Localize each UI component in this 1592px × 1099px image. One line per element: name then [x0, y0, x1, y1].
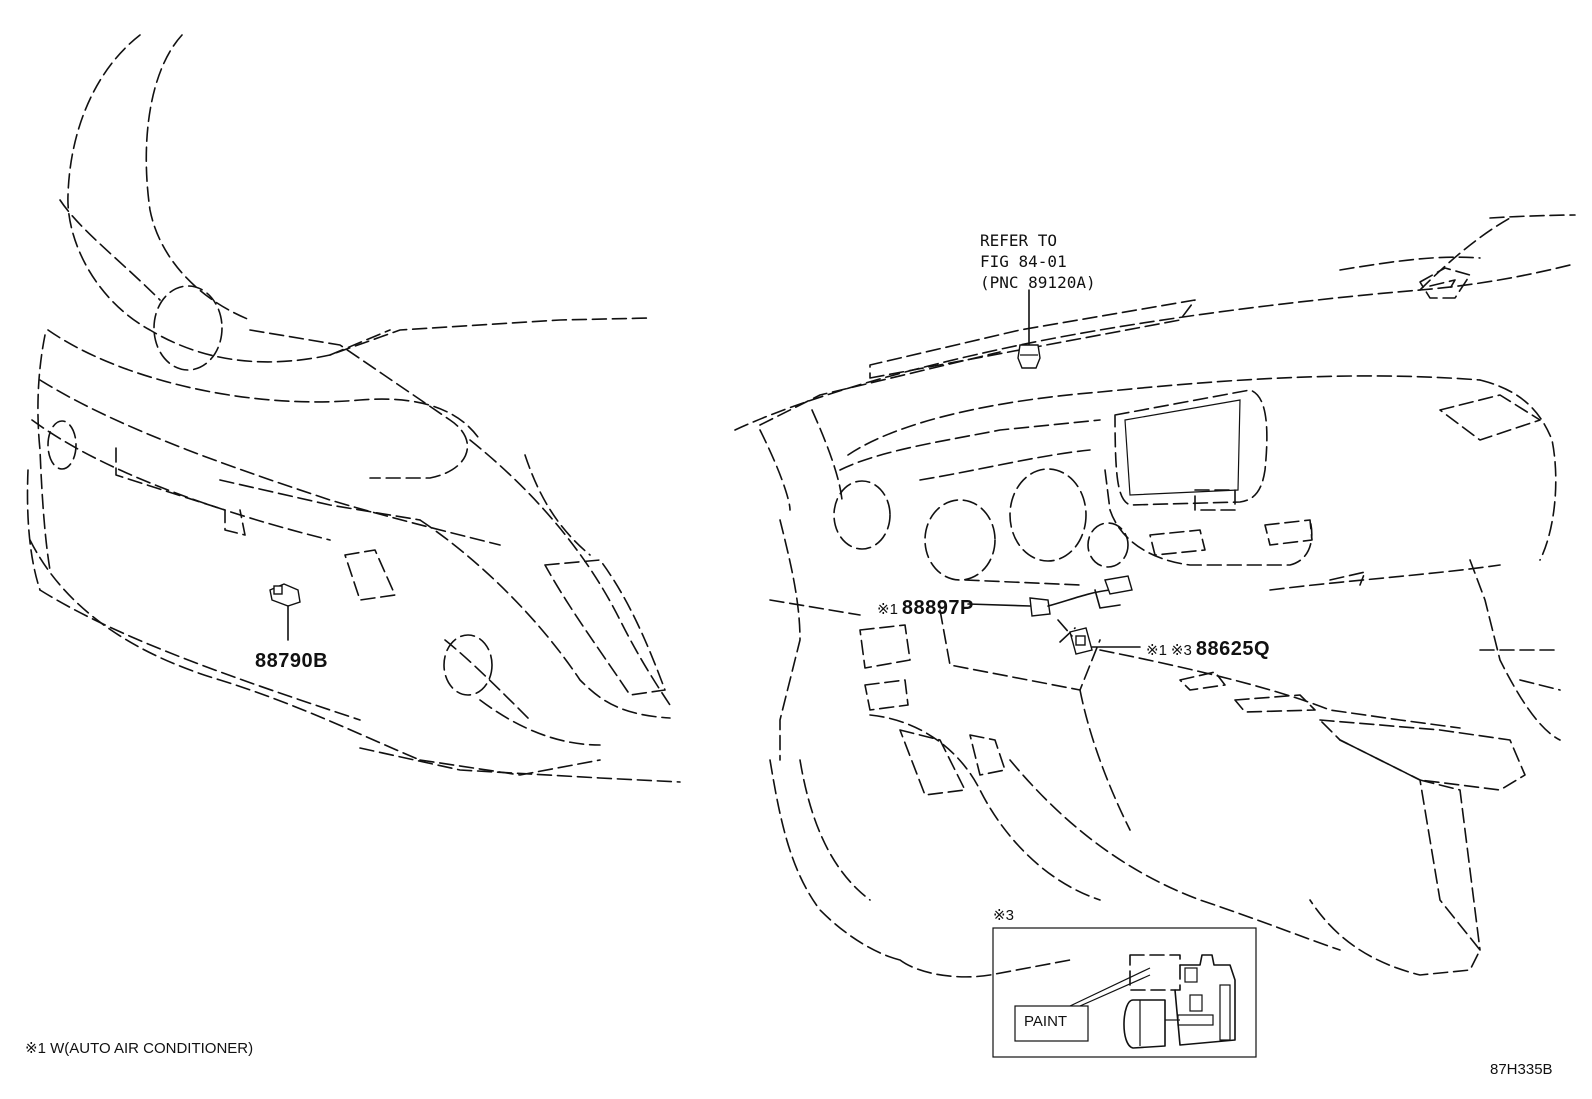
- refer-part-clip[interactable]: [1017, 289, 1041, 369]
- ambient-sensor-cabin[interactable]: [967, 575, 1133, 617]
- callout-88625q: ※1 ※3 88625Q: [1146, 638, 1270, 661]
- detail-box-frame: [992, 927, 1257, 1058]
- figure-code: 87H335B: [1490, 1061, 1553, 1078]
- part-number-88625q[interactable]: 88625Q: [1195, 638, 1271, 660]
- ac-switch-part[interactable]: [1057, 619, 1141, 655]
- detail-box-mark: ※3: [993, 907, 1014, 924]
- callout-88897p: ※1 88897P: [877, 597, 974, 620]
- ambient-sensor-front[interactable]: [269, 583, 301, 641]
- paint-label: PAINT: [1024, 1013, 1068, 1030]
- part-number-88790b[interactable]: 88790B: [255, 650, 329, 672]
- refer-note-line1: REFER TO: [980, 231, 1058, 250]
- footnote-mark-1: ※1: [1146, 642, 1167, 659]
- refer-note-line3: (PNC 89120A): [980, 273, 1096, 292]
- footnote-mark-1: ※1: [877, 601, 898, 618]
- footnote: ※1 W(AUTO AIR CONDITIONER): [25, 1040, 254, 1057]
- footnote-mark-3: ※3: [1170, 642, 1192, 659]
- refer-note: REFER TO FIG 84-01 (PNC 89120A): [980, 230, 1096, 293]
- refer-note-line2: FIG 84-01: [980, 252, 1067, 271]
- part-number-88897p[interactable]: 88897P: [901, 597, 974, 619]
